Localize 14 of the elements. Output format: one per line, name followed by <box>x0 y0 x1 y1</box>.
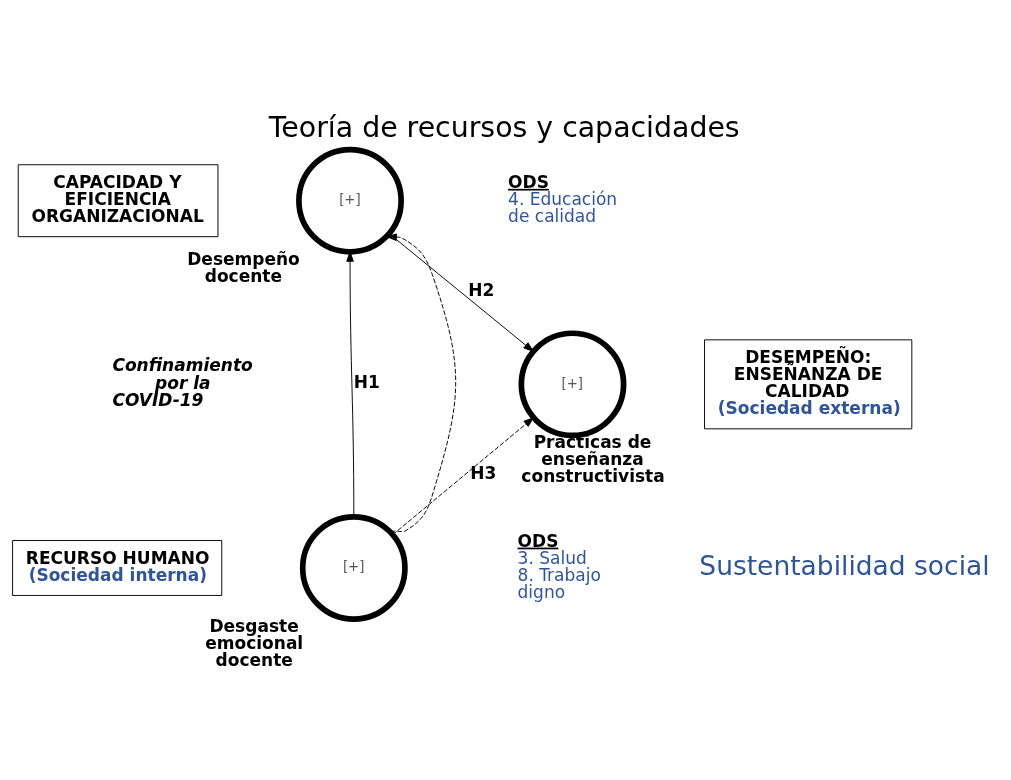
label: Confinamiento por la COVID-19 <box>112 354 253 410</box>
arrow <box>386 232 457 532</box>
arrow <box>392 416 534 535</box>
node-box: CAPACIDAD Y EFICIENCIA ORGANIZACIONAL <box>17 163 219 237</box>
node-circle: [+] <box>299 513 408 622</box>
edge-label: H1 <box>353 371 380 392</box>
node-box: RECURSO HUMANO (Sociedad interna) <box>12 539 223 596</box>
node-box: DESEMPEÑO: ENSEÑANZA DE CALIDAD (Sociedad externa) <box>704 338 913 429</box>
arrow <box>388 232 534 352</box>
edge-label: H2 <box>468 279 495 300</box>
caption: Sustentabilidad social <box>699 549 990 581</box>
node-circle: [+] <box>296 146 404 255</box>
edge-label: H3 <box>470 462 497 483</box>
diagram-title: Teoría de recursos y capacidades <box>268 110 740 144</box>
